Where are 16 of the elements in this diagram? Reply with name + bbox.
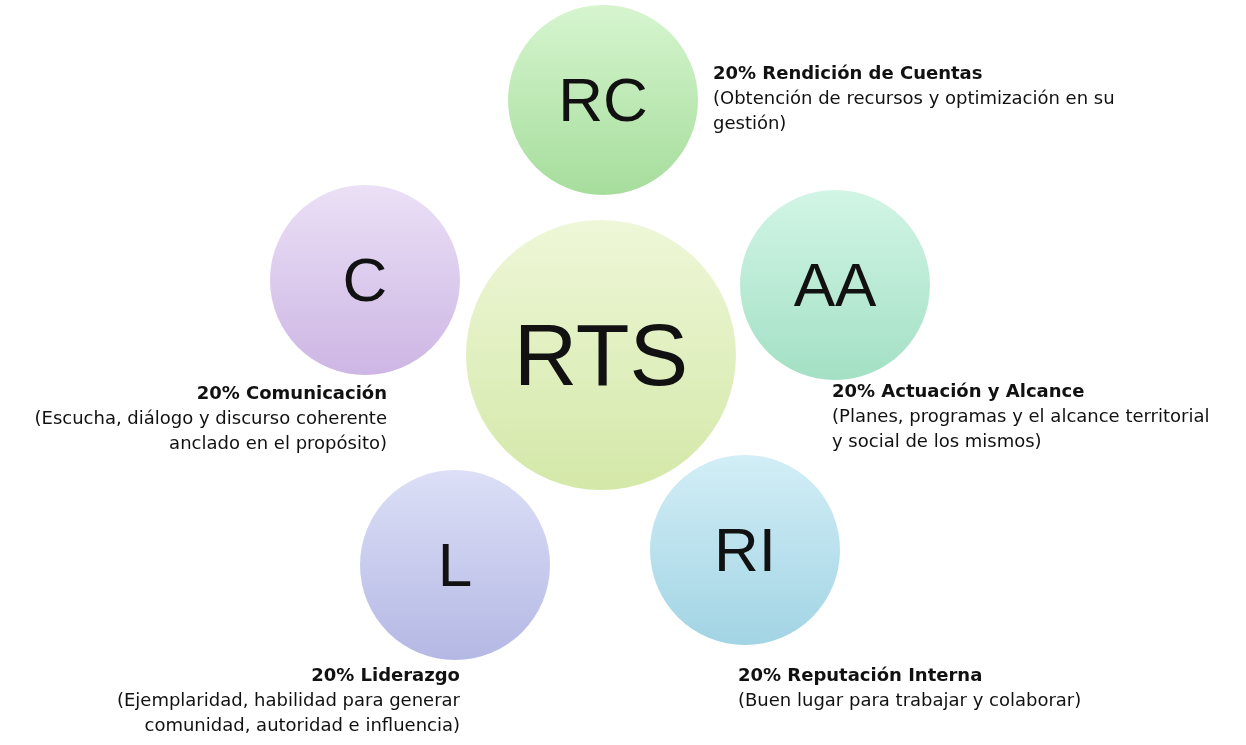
caption-description: (Ejemplaridad, habilidad para generar comunidad, autoridad e influencia) [115,688,460,737]
circle-label: AA [793,254,877,316]
caption-heading: 20% Comunicación [195,381,387,405]
caption-heading: 20% Actuación y Alcance [832,379,1086,403]
circle-label: RTS [513,311,689,399]
caption-description: (Escucha, diálogo y discurso coherente anclado en el propósito) [33,406,387,455]
caption-description: (Planes, programas y el alcance territorial y social de los mismos) [832,404,1211,453]
caption-heading: 20% Rendición de Cuentas [713,61,984,85]
circle-label: L [437,534,473,596]
circle-label: C [342,249,388,311]
circle-label: RC [558,69,648,131]
caption-description: (Obtención de recursos y optimización en su gestión) [713,86,1116,135]
caption-description: (Buen lugar para trabajar y colaborar) [738,688,1083,712]
caption-heading: 20% Liderazgo [310,663,460,687]
caption-heading: 20% Reputación Interna [738,663,984,687]
circle-label: RI [714,519,776,581]
